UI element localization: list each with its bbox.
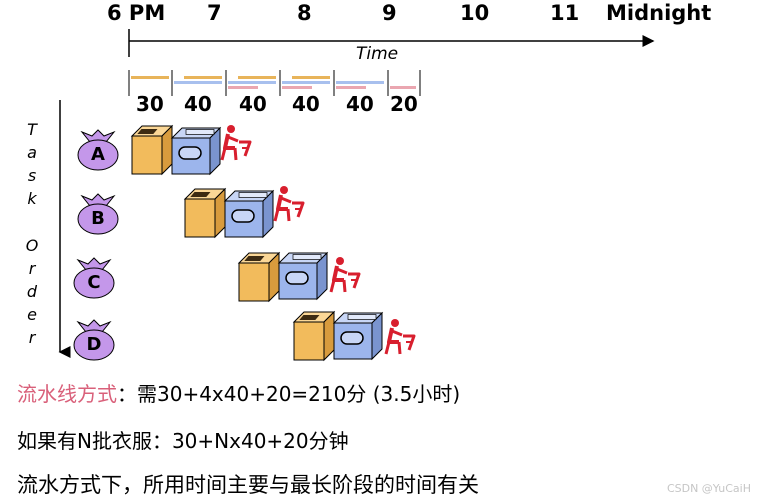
folder-b-icon (275, 186, 303, 221)
task-c-row: C (74, 253, 359, 301)
washer-a-icon (132, 126, 172, 174)
task-a-row: A (78, 125, 250, 174)
note-pipeline-total: 流水线方式：需30+4x40+20=210分 (3.5小时) (17, 378, 460, 407)
washer-b-icon (185, 189, 225, 237)
folder-c-icon (331, 257, 359, 292)
task-d-label: D (87, 334, 102, 355)
stage-bars (129, 70, 420, 96)
note-pipeline-formula: ：需30+4x40+20=210分 (3.5小时) (117, 382, 460, 406)
washer-d-icon (294, 312, 334, 360)
task-d-row: D (74, 312, 414, 360)
dryer-a-icon (172, 128, 220, 174)
watermark: CSDN @YuCaiH (667, 482, 751, 495)
folder-d-icon (386, 319, 414, 354)
folder-a-icon (222, 125, 250, 160)
task-b-row: B (78, 186, 303, 237)
dryer-b-icon (225, 191, 273, 237)
note-longest-stage: 流水方式下，所用时间主要与最长阶段的时间有关 (17, 469, 479, 499)
task-b-label: B (91, 208, 105, 229)
task-c-label: C (87, 272, 100, 293)
dryer-c-icon (279, 253, 327, 299)
task-a-label: A (91, 144, 105, 165)
note-n-batches: 如果有N批衣服：30+Nx40+20分钟 (17, 425, 349, 454)
washer-c-icon (239, 253, 279, 301)
dryer-d-icon (334, 313, 382, 359)
note-pipeline-method: 流水线方式 (17, 382, 117, 406)
